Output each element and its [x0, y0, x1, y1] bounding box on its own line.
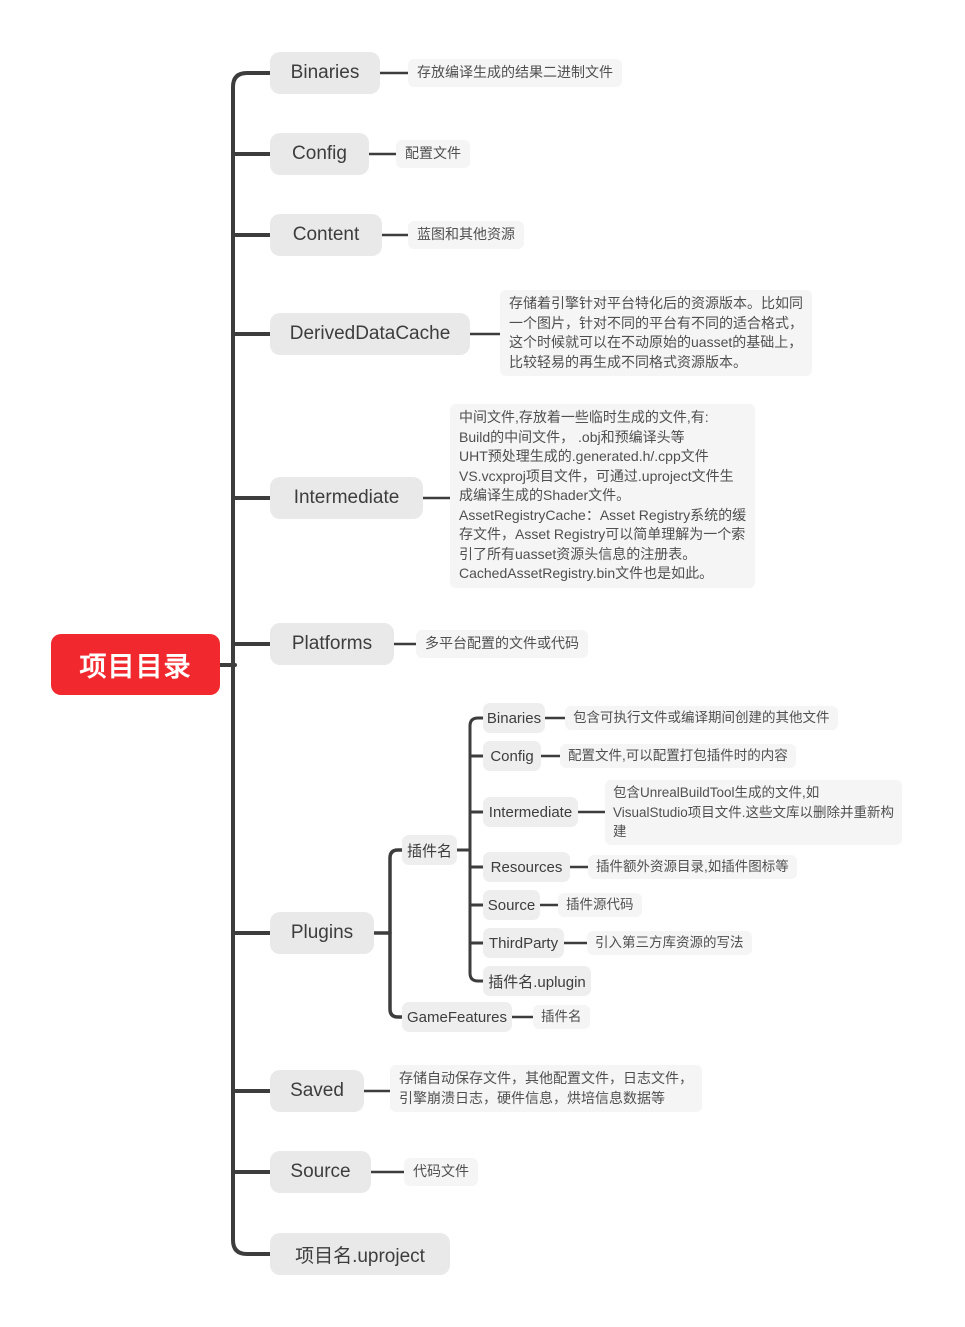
note-plugin-source[interactable]: 插件源代码: [558, 893, 642, 917]
node-plugin-thirdparty[interactable]: ThirdParty: [483, 928, 564, 958]
node-plugin-name[interactable]: 插件名: [402, 835, 457, 865]
node-plugin-binaries[interactable]: Binaries: [483, 703, 545, 733]
note-plugin-thirdparty[interactable]: 引入第三方库资源的写法: [587, 931, 752, 955]
note-gamefeatures[interactable]: 插件名: [533, 1005, 590, 1029]
node-binaries[interactable]: Binaries: [270, 52, 380, 94]
note-config[interactable]: 配置文件: [396, 140, 470, 168]
note-platforms[interactable]: 多平台配置的文件或代码: [416, 630, 588, 658]
note-plugin-intermediate[interactable]: 包含UnrealBuildTool生成的文件,如 VisualStudio项目文…: [605, 780, 903, 845]
node-content[interactable]: Content: [270, 214, 382, 256]
node-config[interactable]: Config: [270, 133, 369, 175]
node-gamefeatures[interactable]: GameFeatures: [402, 1002, 512, 1032]
note-content[interactable]: 蓝图和其他资源: [408, 221, 524, 249]
node-plugin-config[interactable]: Config: [483, 741, 541, 771]
node-uproject-file[interactable]: 项目名.uproject: [270, 1233, 450, 1275]
plugin-children-stubs: [468, 754, 485, 945]
note-plugin-binaries[interactable]: 包含可执行文件或编译期间创建的其他文件: [565, 706, 838, 730]
note-source[interactable]: 代码文件: [404, 1158, 478, 1186]
node-plugin-uplugin-file[interactable]: 插件名.uplugin: [483, 966, 591, 996]
node-plugin-intermediate[interactable]: Intermediate: [483, 797, 578, 827]
node-plugin-source[interactable]: Source: [483, 890, 540, 920]
node-deriveddatacache[interactable]: DerivedDataCache: [270, 313, 470, 355]
plugin-children-trunk: [468, 716, 485, 983]
note-links: [362, 71, 607, 1174]
root-node-project-directory[interactable]: 项目目录: [51, 634, 220, 695]
main-trunk: [231, 71, 272, 1256]
note-plugin-resources[interactable]: 插件额外资源目录,如插件图标等: [588, 855, 797, 879]
node-plugin-resources[interactable]: Resources: [483, 852, 570, 882]
node-intermediate[interactable]: Intermediate: [270, 477, 423, 519]
branch-stubs: [231, 152, 272, 1174]
note-intermediate[interactable]: 中间文件,存放着一些临时生成的文件,有: Build的中间文件， .obj和预编…: [450, 404, 756, 588]
note-plugin-config[interactable]: 配置文件,可以配置打包插件时的内容: [560, 744, 796, 768]
plugins-fork: [388, 848, 404, 1019]
node-source[interactable]: Source: [270, 1151, 371, 1193]
node-saved[interactable]: Saved: [270, 1070, 364, 1112]
note-deriveddatacache[interactable]: 存储着引擎针对平台特化后的资源版本。比如同 一个图片，针对不同的平台有不同的适合…: [500, 290, 812, 376]
node-plugins[interactable]: Plugins: [270, 912, 374, 954]
note-saved[interactable]: 存储自动保存文件，其他配置文件，日志文件， 引擎崩溃日志，硬件信息，烘培信息数据…: [390, 1065, 702, 1112]
node-platforms[interactable]: Platforms: [270, 623, 394, 665]
note-binaries[interactable]: 存放编译生成的结果二进制文件: [408, 59, 622, 87]
